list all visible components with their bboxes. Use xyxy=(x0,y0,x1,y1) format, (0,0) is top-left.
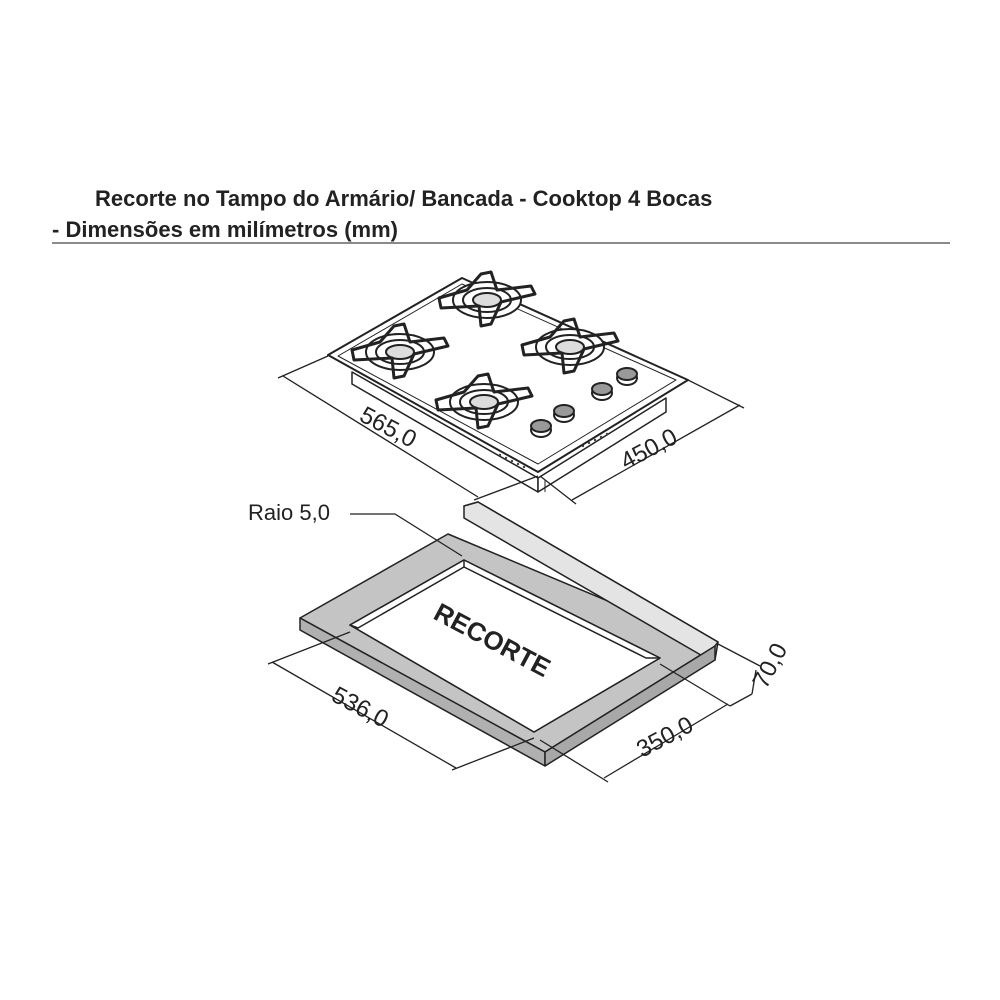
dimension-line-565 xyxy=(282,375,479,498)
countertop-illustration xyxy=(299,501,719,767)
cooktop-glass-inner xyxy=(337,283,677,465)
control-knobs xyxy=(530,367,638,438)
cooktop-width-dimension xyxy=(277,355,539,501)
dimension-line-450 xyxy=(571,404,741,501)
margin-dimension xyxy=(717,643,761,707)
dimension-line-536 xyxy=(271,661,457,769)
cutout-depth-dimension xyxy=(539,663,731,783)
burner-right xyxy=(520,317,620,375)
dimension-line-350 xyxy=(603,703,729,779)
knob-3 xyxy=(591,382,613,401)
title-divider xyxy=(52,242,950,244)
diagram-title: Recorte no Tampo do Armário/ Bancada - C… xyxy=(95,186,713,211)
cutout-inner-edge xyxy=(349,560,465,629)
burner-back xyxy=(437,270,537,328)
knob-4 xyxy=(616,367,638,386)
radius-label: Raio 5,0 xyxy=(248,500,330,525)
cutout-width-dimension xyxy=(267,631,535,771)
burner-front xyxy=(434,372,534,430)
cutout-depth-label: 350,0 xyxy=(632,711,698,763)
radius-leader xyxy=(350,513,463,557)
cutout-width-label: 536,0 xyxy=(327,681,393,733)
knob-2 xyxy=(553,404,575,423)
dimension-line-70 xyxy=(729,693,753,707)
cutout-inner-edge-right xyxy=(463,566,660,659)
cooktop-illustration xyxy=(327,270,689,493)
diagram-subtitle: - Dimensões em milímetros (mm) xyxy=(52,217,398,242)
burner-left xyxy=(350,322,450,380)
cooktop-depth-dimension xyxy=(539,379,745,505)
margin-label: 70,0 xyxy=(747,639,793,693)
cooktop-body-right xyxy=(537,397,667,493)
knob-1 xyxy=(530,419,552,438)
countertop-right-thickness xyxy=(544,645,716,767)
